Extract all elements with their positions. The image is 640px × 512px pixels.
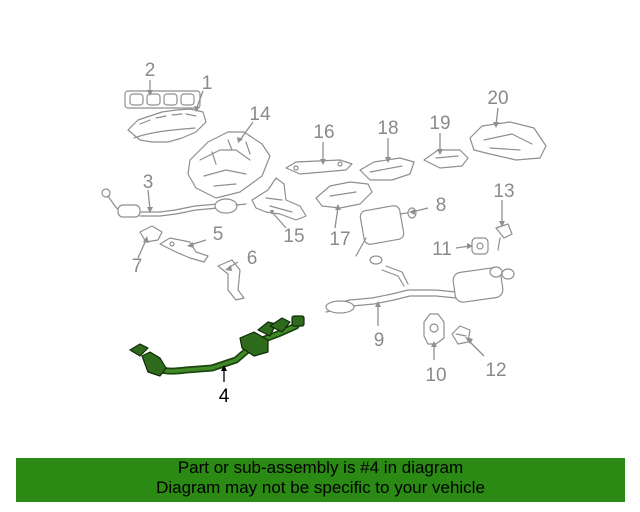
part-notice-banner: Part or sub-assembly is #4 in diagram Di… — [16, 458, 625, 502]
part-16-bracket — [285, 159, 353, 175]
callout-14: 14 — [249, 104, 271, 125]
leader-17 — [334, 206, 339, 229]
part-18-shield — [359, 157, 415, 181]
arrowhead-2 — [147, 90, 153, 96]
arrowhead-20 — [493, 122, 499, 128]
part-5-bracket — [159, 237, 209, 263]
part-9-rear-muffler — [325, 265, 515, 314]
callout-10: 10 — [425, 365, 446, 386]
part-1-manifold — [127, 108, 207, 143]
callout-11: 11 — [432, 239, 452, 260]
part-7-clamp — [139, 225, 163, 243]
part-20-shield — [469, 121, 547, 161]
callout-12: 12 — [485, 360, 506, 381]
arrowhead-9 — [375, 301, 381, 307]
leader-14 — [239, 121, 254, 141]
arrowhead-17 — [335, 204, 341, 210]
arrowhead-4 — [221, 365, 227, 371]
arrowhead-8 — [409, 209, 415, 215]
arrowheads — [143, 90, 505, 371]
callout-19: 19 — [429, 113, 450, 134]
banner-line-2: Diagram may not be specific to your vehi… — [156, 478, 485, 497]
part-4-catalytic-converter-assembly — [129, 315, 305, 377]
callout-13: 13 — [493, 181, 514, 202]
arrowhead-5 — [187, 242, 194, 248]
callout-4: 4 — [219, 386, 230, 407]
part-19-bracket — [423, 149, 469, 169]
arrowhead-10 — [431, 341, 437, 347]
callout-18: 18 — [377, 118, 398, 139]
callouts: 2 1 14 16 18 19 20 3 15 17 8 13 11 5 7 6… — [132, 60, 515, 407]
part-12-clamp — [451, 325, 471, 345]
leader-15 — [271, 211, 287, 229]
arrowhead-14 — [237, 137, 243, 143]
callout-15: 15 — [283, 226, 304, 247]
callout-7: 7 — [132, 256, 143, 277]
part-3-front-pipe — [101, 188, 247, 218]
arrowhead-18 — [385, 157, 391, 163]
arrowhead-11 — [467, 243, 473, 249]
arrowhead-16 — [320, 159, 326, 165]
leader-3 — [147, 189, 151, 211]
callout-5: 5 — [213, 224, 224, 245]
part-15-shield — [251, 177, 307, 221]
callout-6: 6 — [247, 248, 258, 269]
arrowhead-12 — [465, 337, 473, 344]
callout-20: 20 — [487, 88, 508, 109]
arrowhead-7 — [143, 236, 149, 243]
callout-1: 1 — [202, 73, 213, 94]
part-11-hanger — [471, 237, 489, 255]
callout-9: 9 — [374, 330, 385, 351]
arrowhead-13 — [499, 221, 505, 227]
part-13-bolt — [495, 223, 513, 251]
arrowhead-3 — [147, 207, 153, 213]
leader-7 — [137, 239, 147, 259]
arrowhead-15 — [270, 210, 274, 215]
arrowhead-6 — [225, 265, 232, 271]
part-17-shield — [315, 181, 373, 209]
part-14-heat-shield — [187, 131, 271, 199]
arrowhead-1 — [194, 106, 200, 112]
callout-17: 17 — [329, 229, 350, 250]
part-8-muffler — [355, 205, 417, 265]
part-10-insulator — [423, 313, 445, 345]
part-2-gasket — [124, 90, 201, 109]
banner-line-1: Part or sub-assembly is #4 in diagram — [177, 458, 464, 477]
callout-8: 8 — [436, 195, 447, 216]
callout-2: 2 — [145, 60, 156, 81]
arrowhead-19 — [437, 149, 443, 155]
callout-3: 3 — [143, 172, 154, 193]
callout-16: 16 — [313, 122, 334, 143]
